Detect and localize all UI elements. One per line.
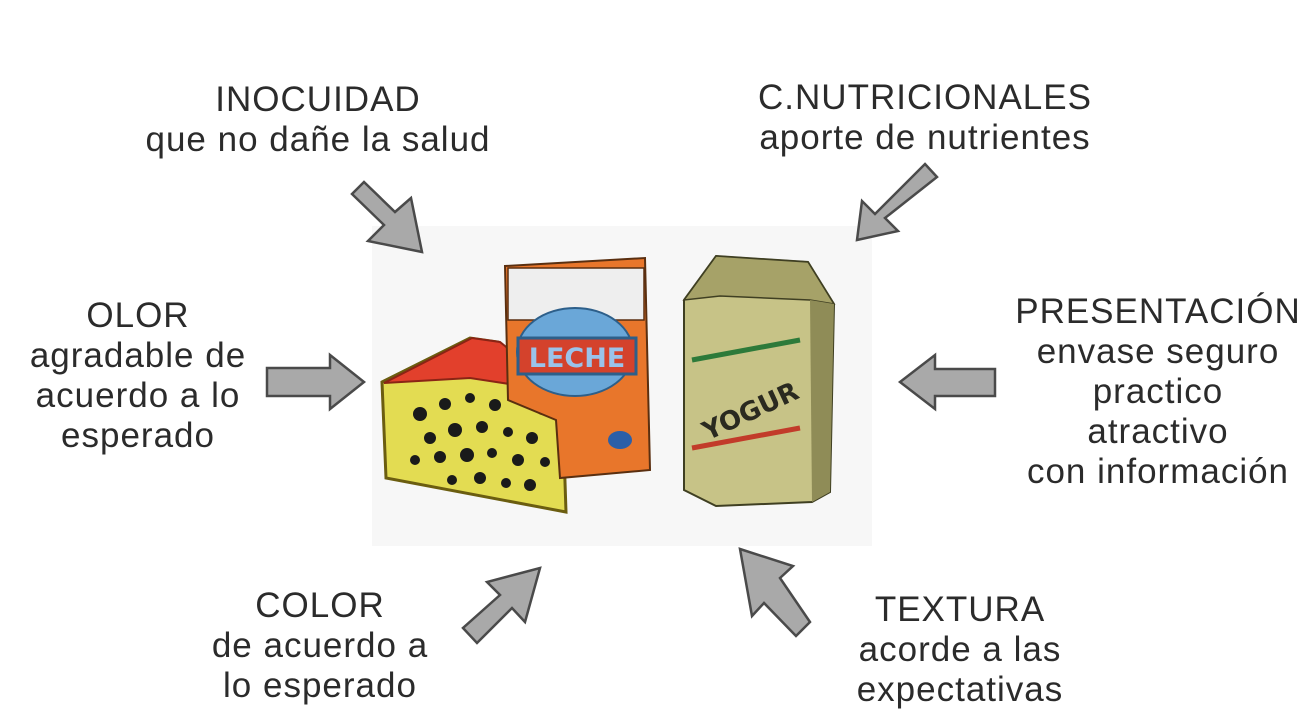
- arrow-textura: [738, 547, 812, 638]
- arrow-presentacion: [897, 352, 997, 412]
- arrow-nutricionales: [855, 162, 939, 242]
- milk-bag-brand: LECHE: [529, 343, 626, 374]
- color-desc-line: de acuerdo a: [211, 626, 429, 665]
- olor-title: OLOR: [86, 296, 190, 335]
- textura-desc-line: acorde a las: [858, 630, 1062, 669]
- yogurt-box-illustration: YOGUR: [682, 254, 836, 508]
- olor-desc-line: acuerdo a lo: [35, 376, 241, 415]
- color-title: COLOR: [255, 586, 385, 625]
- arrow-olor: [265, 352, 367, 412]
- arrow-inocuidad: [350, 180, 424, 254]
- nutricionales-desc-line: aporte de nutrientes: [759, 118, 1091, 157]
- milk-bag-illustration: LECHE: [503, 256, 652, 480]
- label-olor: OLOR agradable de acuerdo a lo esperado: [18, 296, 258, 456]
- label-color: COLOR de acuerdo a lo esperado: [200, 586, 440, 706]
- textura-desc-line: expectativas: [856, 670, 1064, 709]
- presentacion-desc-line: con información: [1026, 452, 1290, 491]
- presentacion-desc-line: envase seguro: [1036, 332, 1280, 371]
- label-inocuidad: INOCUIDAD que no dañe la salud: [138, 80, 498, 160]
- arrow-color: [461, 566, 542, 645]
- color-desc-line: lo esperado: [223, 666, 417, 705]
- inocuidad-title: INOCUIDAD: [215, 80, 421, 119]
- presentacion-title: PRESENTACIÓN: [1015, 292, 1301, 331]
- olor-desc-line: agradable de: [29, 336, 247, 375]
- textura-title: TEXTURA: [874, 590, 1046, 629]
- presentacion-desc-line: practico: [1092, 372, 1224, 411]
- inocuidad-desc-line: que no dañe la salud: [145, 120, 491, 159]
- nutricionales-title: C.NUTRICIONALES: [758, 78, 1092, 117]
- olor-desc-line: esperado: [61, 416, 215, 455]
- label-textura: TEXTURA acorde a las expectativas: [840, 590, 1080, 710]
- label-presentacion: PRESENTACIÓN envase seguro practico atra…: [1010, 292, 1306, 492]
- label-nutricionales: C.NUTRICIONALES aporte de nutrientes: [740, 78, 1110, 158]
- presentacion-desc-line: atractivo: [1087, 412, 1229, 451]
